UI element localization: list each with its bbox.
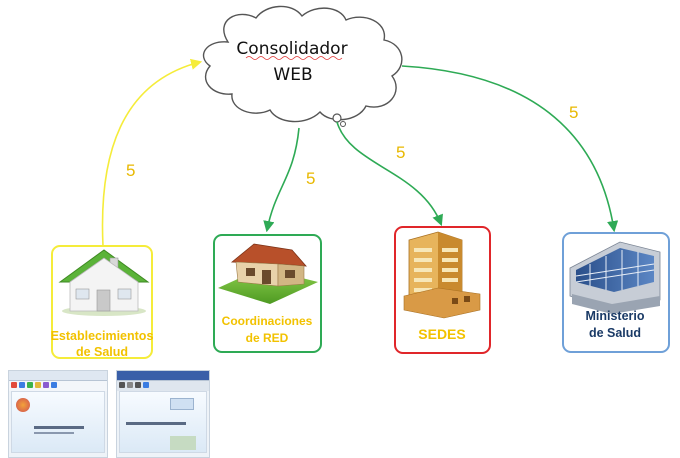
office-building-icon	[403, 231, 481, 319]
spellcheck-underline	[245, 56, 343, 60]
ministerio-label-line1: Ministerio	[585, 309, 644, 323]
small-house-icon	[218, 243, 318, 304]
coordinaciones-label-line2: de RED	[246, 331, 289, 345]
edge-establecimientos-to-consolidador	[101, 58, 203, 247]
edge-consolidador-to-coordinaciones	[263, 127, 300, 233]
house-icon	[58, 249, 150, 316]
establecimientos-label-line2: de Salud	[76, 345, 128, 359]
software-screenshot-2	[116, 370, 210, 458]
sedes-label: SEDES	[418, 326, 465, 342]
edge-label-sedes: 5	[396, 143, 405, 162]
edge-label-establecimientos: 5	[126, 161, 135, 180]
ministerio-label-line2: de Salud	[589, 326, 641, 340]
establecimientos-label-line1: Establecimientos	[51, 329, 154, 343]
cloud-title-line2: WEB	[273, 65, 312, 85]
node-coordinaciones: Coordinaciones de RED	[213, 234, 322, 353]
node-sedes: SEDES	[394, 226, 491, 354]
edge-consolidador-to-ministerio	[401, 65, 619, 233]
cloud-consolidador: Consolidador WEB	[203, 5, 403, 127]
node-establecimientos: Establecimientos de Salud	[51, 245, 154, 359]
software-screenshot-1	[8, 370, 108, 458]
edge-label-ministerio: 5	[569, 103, 578, 122]
coordinaciones-label-line1: Coordinaciones	[222, 314, 313, 328]
edge-label-coordinaciones: 5	[306, 169, 315, 188]
government-building-icon	[569, 241, 661, 314]
edge-consolidador-to-sedes	[336, 121, 443, 227]
cloud-title-line1: Consolidador	[236, 39, 347, 59]
node-ministerio: Ministerio de Salud	[562, 232, 670, 353]
